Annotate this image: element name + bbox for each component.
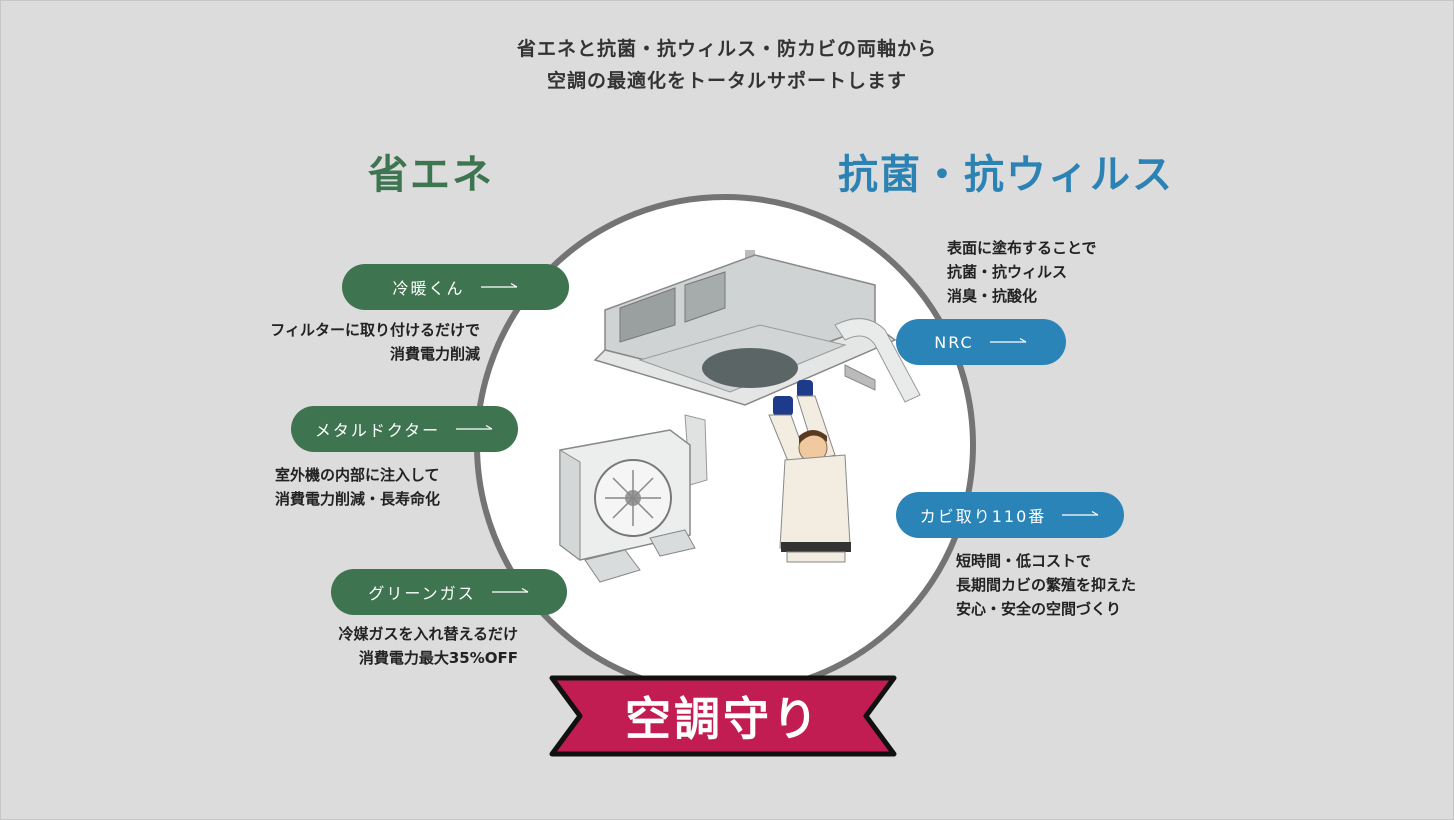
- desc-line: 安心・安全の空間づくり: [956, 600, 1122, 618]
- desc-line: 室外機の内部に注入して: [275, 466, 440, 484]
- ceiling-ac-illustration: [593, 250, 921, 406]
- reidan-kun-description: フィルターに取り付けるだけで 消費電力削減: [230, 318, 480, 366]
- worker-illustration: [768, 380, 851, 563]
- green-gas-button[interactable]: グリーンガス: [331, 569, 567, 615]
- green-gas-label: グリーンガス: [368, 584, 476, 603]
- arrow-right-icon: [989, 338, 1027, 343]
- desc-line: 長期間カビの繁殖を抑えた: [956, 576, 1137, 594]
- desc-line: 表面に塗布することで: [947, 239, 1097, 257]
- banner-title: 空調守り: [625, 692, 821, 746]
- reidan-kun-button[interactable]: 冷暖くん: [342, 264, 569, 310]
- metal-doctor-label: メタルドクター: [314, 421, 441, 440]
- kabitori-110-button[interactable]: カビ取り110番: [896, 492, 1124, 538]
- reidan-kun-label: 冷暖くん: [392, 279, 465, 298]
- desc-line: 消臭・抗酸化: [947, 287, 1038, 305]
- nrc-description: 表面に塗布することで 抗菌・抗ウィルス 消臭・抗酸化: [947, 236, 1097, 308]
- green-gas-description: 冷媒ガスを入れ替えるだけ 消費電力最大35%OFF: [268, 622, 518, 670]
- desc-line: 冷媒ガスを入れ替えるだけ: [338, 625, 518, 643]
- antibacterial-heading: 抗菌・抗ウィルス: [838, 152, 1174, 198]
- arrow-right-icon: [480, 283, 517, 288]
- desc-line: 消費電力最大35%OFF: [358, 649, 518, 667]
- desc-line: フィルターに取り付けるだけで: [270, 321, 480, 339]
- arrow-right-icon: [1062, 511, 1099, 516]
- metal-doctor-button[interactable]: メタルドクター: [291, 406, 518, 452]
- desc-line: 消費電力削減・長寿命化: [275, 490, 441, 508]
- kabitori-110-description: 短時間・低コストで 長期間カビの繁殖を抑えた 安心・安全の空間づくり: [956, 549, 1136, 621]
- intro-line-2: 空調の最適化をトータルサポートします: [546, 70, 907, 92]
- energy-saving-heading: 省エネ: [368, 152, 494, 198]
- metal-doctor-description: 室外機の内部に注入して 消費電力削減・長寿命化: [275, 463, 440, 511]
- nrc-label: NRC: [934, 332, 974, 352]
- outdoor-unit-illustration: [559, 414, 708, 583]
- arrow-right-icon: [456, 425, 493, 430]
- aircon-maintenance-illustration: [559, 250, 921, 583]
- desc-line: 短時間・低コストで: [956, 552, 1092, 570]
- desc-line: 消費電力削減: [389, 345, 480, 363]
- arrow-right-icon: [491, 588, 528, 593]
- banner-ribbon: [549, 675, 897, 757]
- intro-line-1: 省エネと抗菌・抗ウィルス・防カビの両軸から: [516, 38, 937, 60]
- kabitori-110-label: カビ取り110番: [919, 507, 1047, 526]
- nrc-button[interactable]: NRC: [896, 319, 1066, 365]
- desc-line: 抗菌・抗ウィルス: [947, 263, 1068, 281]
